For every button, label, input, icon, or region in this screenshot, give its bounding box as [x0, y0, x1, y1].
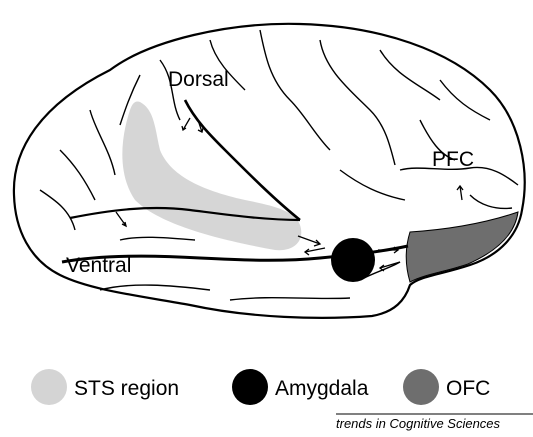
pfc-label: PFC: [432, 148, 474, 171]
amygdala-marker: [331, 238, 375, 282]
legend-label-sts: STS region: [74, 377, 179, 400]
legend-swatch-amygdala: [232, 369, 268, 405]
legend-label-ofc: OFC: [446, 377, 490, 400]
legend-swatch-ofc: [403, 369, 439, 405]
dorsal-label: Dorsal: [168, 68, 229, 91]
credit-text: trends in Cognitive Sciences: [336, 416, 501, 431]
ventral-label: Ventral: [66, 254, 131, 277]
legend: STS region Amygdala OFC: [31, 369, 490, 405]
legend-label-amygdala: Amygdala: [275, 377, 369, 400]
legend-swatch-sts: [31, 369, 67, 405]
